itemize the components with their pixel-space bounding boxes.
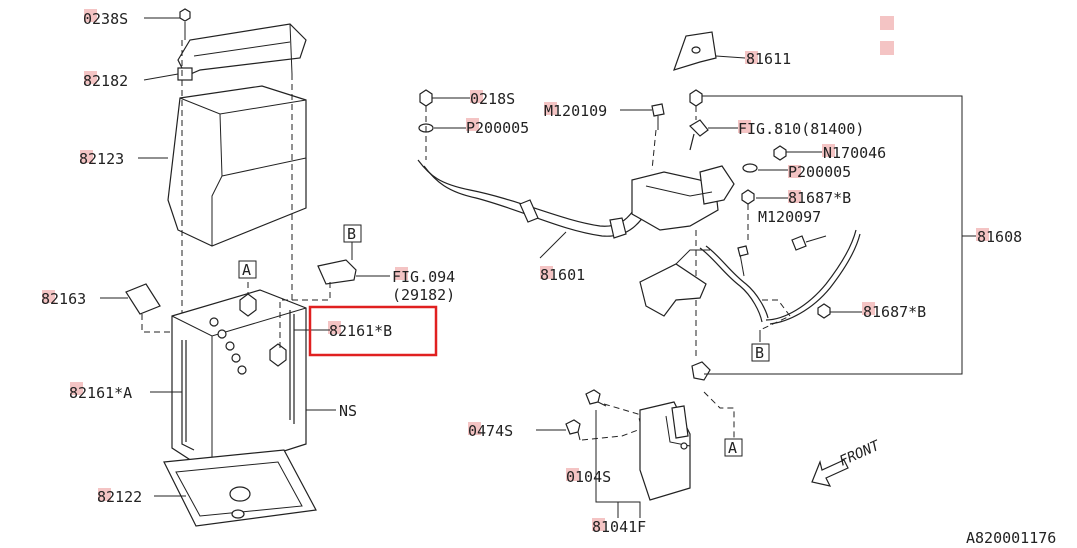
label-81601: 81601 [540, 266, 585, 284]
diagram-reference-number: A820001176 [966, 529, 1056, 547]
callout-b-lower: B [751, 343, 770, 362]
label-m120109: M120109 [544, 102, 607, 120]
left-leaders [100, 17, 336, 497]
part-labels: 0238S 82182 82123 82163 82161*A 82161*B … [41, 10, 1056, 547]
callout-b-upper: B [343, 224, 362, 243]
right-leaders [432, 55, 862, 431]
front-arrow-icon: FRONT [811, 437, 884, 487]
label-82123: 82123 [79, 150, 124, 168]
label-82182: 82182 [83, 72, 128, 90]
callout-label: B [347, 225, 356, 243]
label-81611: 81611 [746, 50, 791, 68]
label-0104s: 0104S [566, 468, 611, 486]
harness-assembly [417, 31, 976, 518]
label-81608: 81608 [977, 228, 1022, 246]
label-29182: (29182) [392, 286, 455, 304]
label-81687b-lower: 81687*B [863, 303, 926, 321]
label-p200005-a: P200005 [466, 119, 529, 137]
label-82163: 82163 [41, 290, 86, 308]
callout-a-lower: A [724, 438, 743, 457]
battery-assembly [125, 8, 390, 527]
label-82122: 82122 [97, 488, 142, 506]
label-82161a: 82161*A [69, 384, 132, 402]
callout-label: A [242, 261, 251, 279]
front-label: FRONT [837, 437, 883, 469]
callout-label: A [728, 439, 737, 457]
label-0238s: 0238S [83, 10, 128, 28]
label-0218s: 0218S [470, 90, 515, 108]
label-m120097: M120097 [758, 208, 821, 226]
label-81041f: 81041F [592, 518, 646, 536]
callout-label: B [755, 344, 764, 362]
label-fig094: FIG.094 [392, 268, 455, 286]
label-81687b-upper: 81687*B [788, 189, 851, 207]
callout-a-upper: A [238, 260, 257, 279]
label-ns: NS [339, 402, 357, 420]
index-markers [42, 9, 989, 531]
label-p200005-b: P200005 [788, 163, 851, 181]
label-n170046: N170046 [823, 144, 886, 162]
highlight-box [308, 305, 438, 357]
label-0474s: 0474S [468, 422, 513, 440]
label-fig810: FIG.810(81400) [738, 120, 864, 138]
label-82161b: 82161*B [329, 322, 392, 340]
